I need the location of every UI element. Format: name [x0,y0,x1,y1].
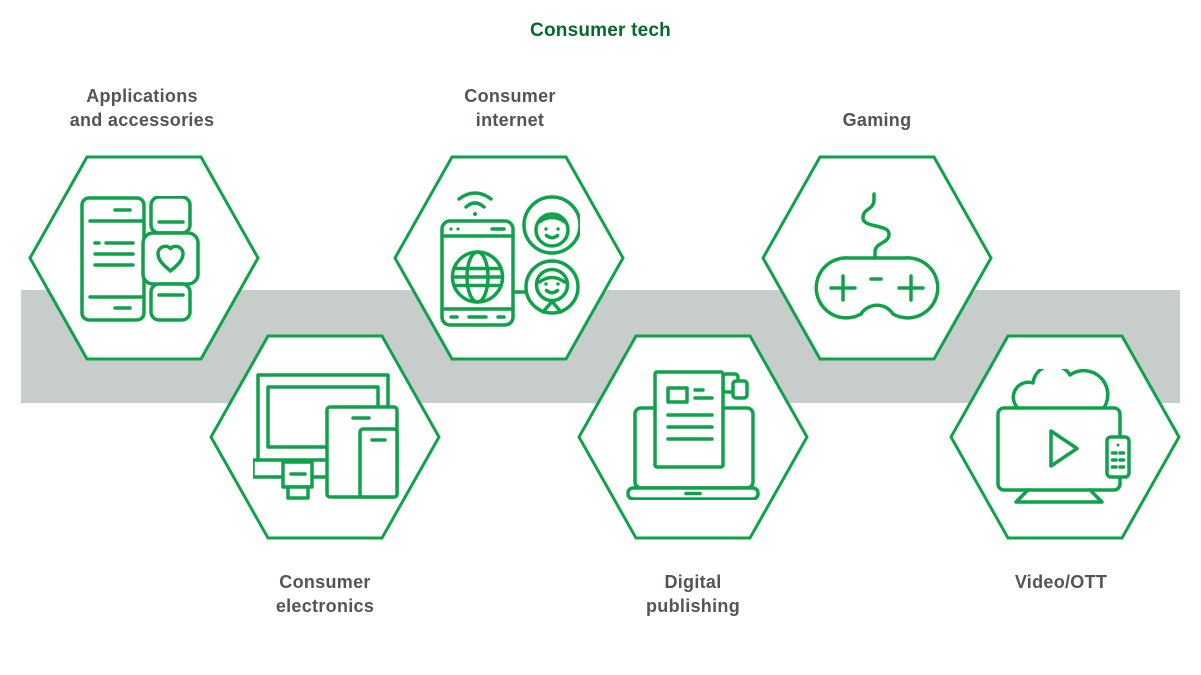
hexagon-digital-publishing [577,333,809,541]
page-title: Consumer tech [530,20,671,41]
phone-globe-people-icon [440,191,580,327]
hexagon-consumer-internet [393,154,625,362]
hexagon-gaming [761,154,993,362]
label-applications-accessories: Applications and accessories [69,86,215,130]
smartphone-and-smartwatch-icon [80,196,200,322]
label-consumer-electronics: Consumer electronics [275,572,375,616]
smart-tv-cloud-play-icon [996,369,1131,504]
laptop-article-icon [626,370,760,500]
tv-tablet-phone-icon [253,373,399,500]
game-controller-icon [814,192,940,320]
label-video-ott: Video/OTT [1014,572,1108,592]
hexagon-applications-accessories [28,154,260,362]
hexagon-video-ott [949,333,1181,541]
label-gaming: Gaming [842,110,912,130]
label-consumer-internet: Consumer internet [464,86,556,130]
hexagon-consumer-electronics [209,333,441,541]
label-digital-publishing: Digital publishing [646,572,740,616]
